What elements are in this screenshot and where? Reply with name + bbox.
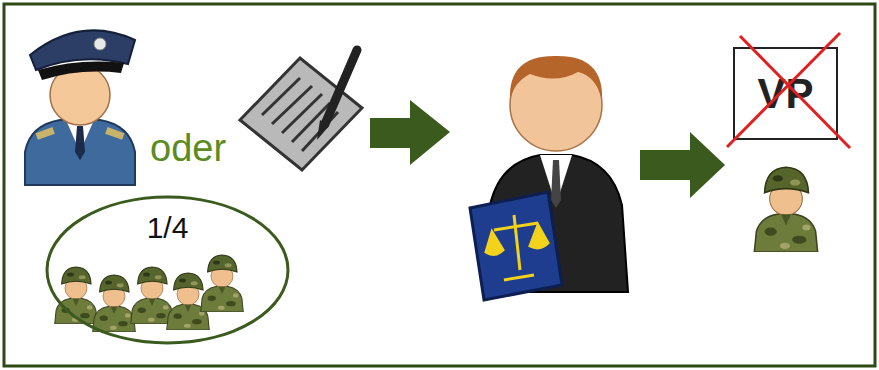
connector-word: oder xyxy=(150,127,226,170)
frame xyxy=(4,4,875,366)
law-book xyxy=(470,192,562,300)
soldier-icon xyxy=(754,167,817,252)
block-arrow xyxy=(370,100,450,165)
cross-out xyxy=(727,33,840,147)
node-label: 1/4 xyxy=(147,211,189,245)
ellipse-outline xyxy=(47,197,288,343)
group-ellipse: 1/4 xyxy=(45,195,290,345)
status-box: VP xyxy=(733,47,838,140)
pen xyxy=(325,50,357,124)
officer-icon xyxy=(25,30,135,185)
judge-tie xyxy=(551,160,561,208)
officer-body xyxy=(25,120,135,185)
block-arrow xyxy=(640,132,725,198)
cross-out xyxy=(740,36,850,148)
node-label: VP xyxy=(757,70,813,118)
epaulette xyxy=(36,127,55,140)
officer-tie xyxy=(75,126,85,160)
epaulette xyxy=(105,127,124,140)
cap-badge xyxy=(94,38,106,50)
judge-icon xyxy=(470,56,628,300)
cap-brim xyxy=(38,62,124,80)
document-icon xyxy=(240,50,362,170)
judge-hair xyxy=(510,56,602,100)
scales-symbol xyxy=(486,215,548,280)
pen-tip xyxy=(317,120,329,140)
